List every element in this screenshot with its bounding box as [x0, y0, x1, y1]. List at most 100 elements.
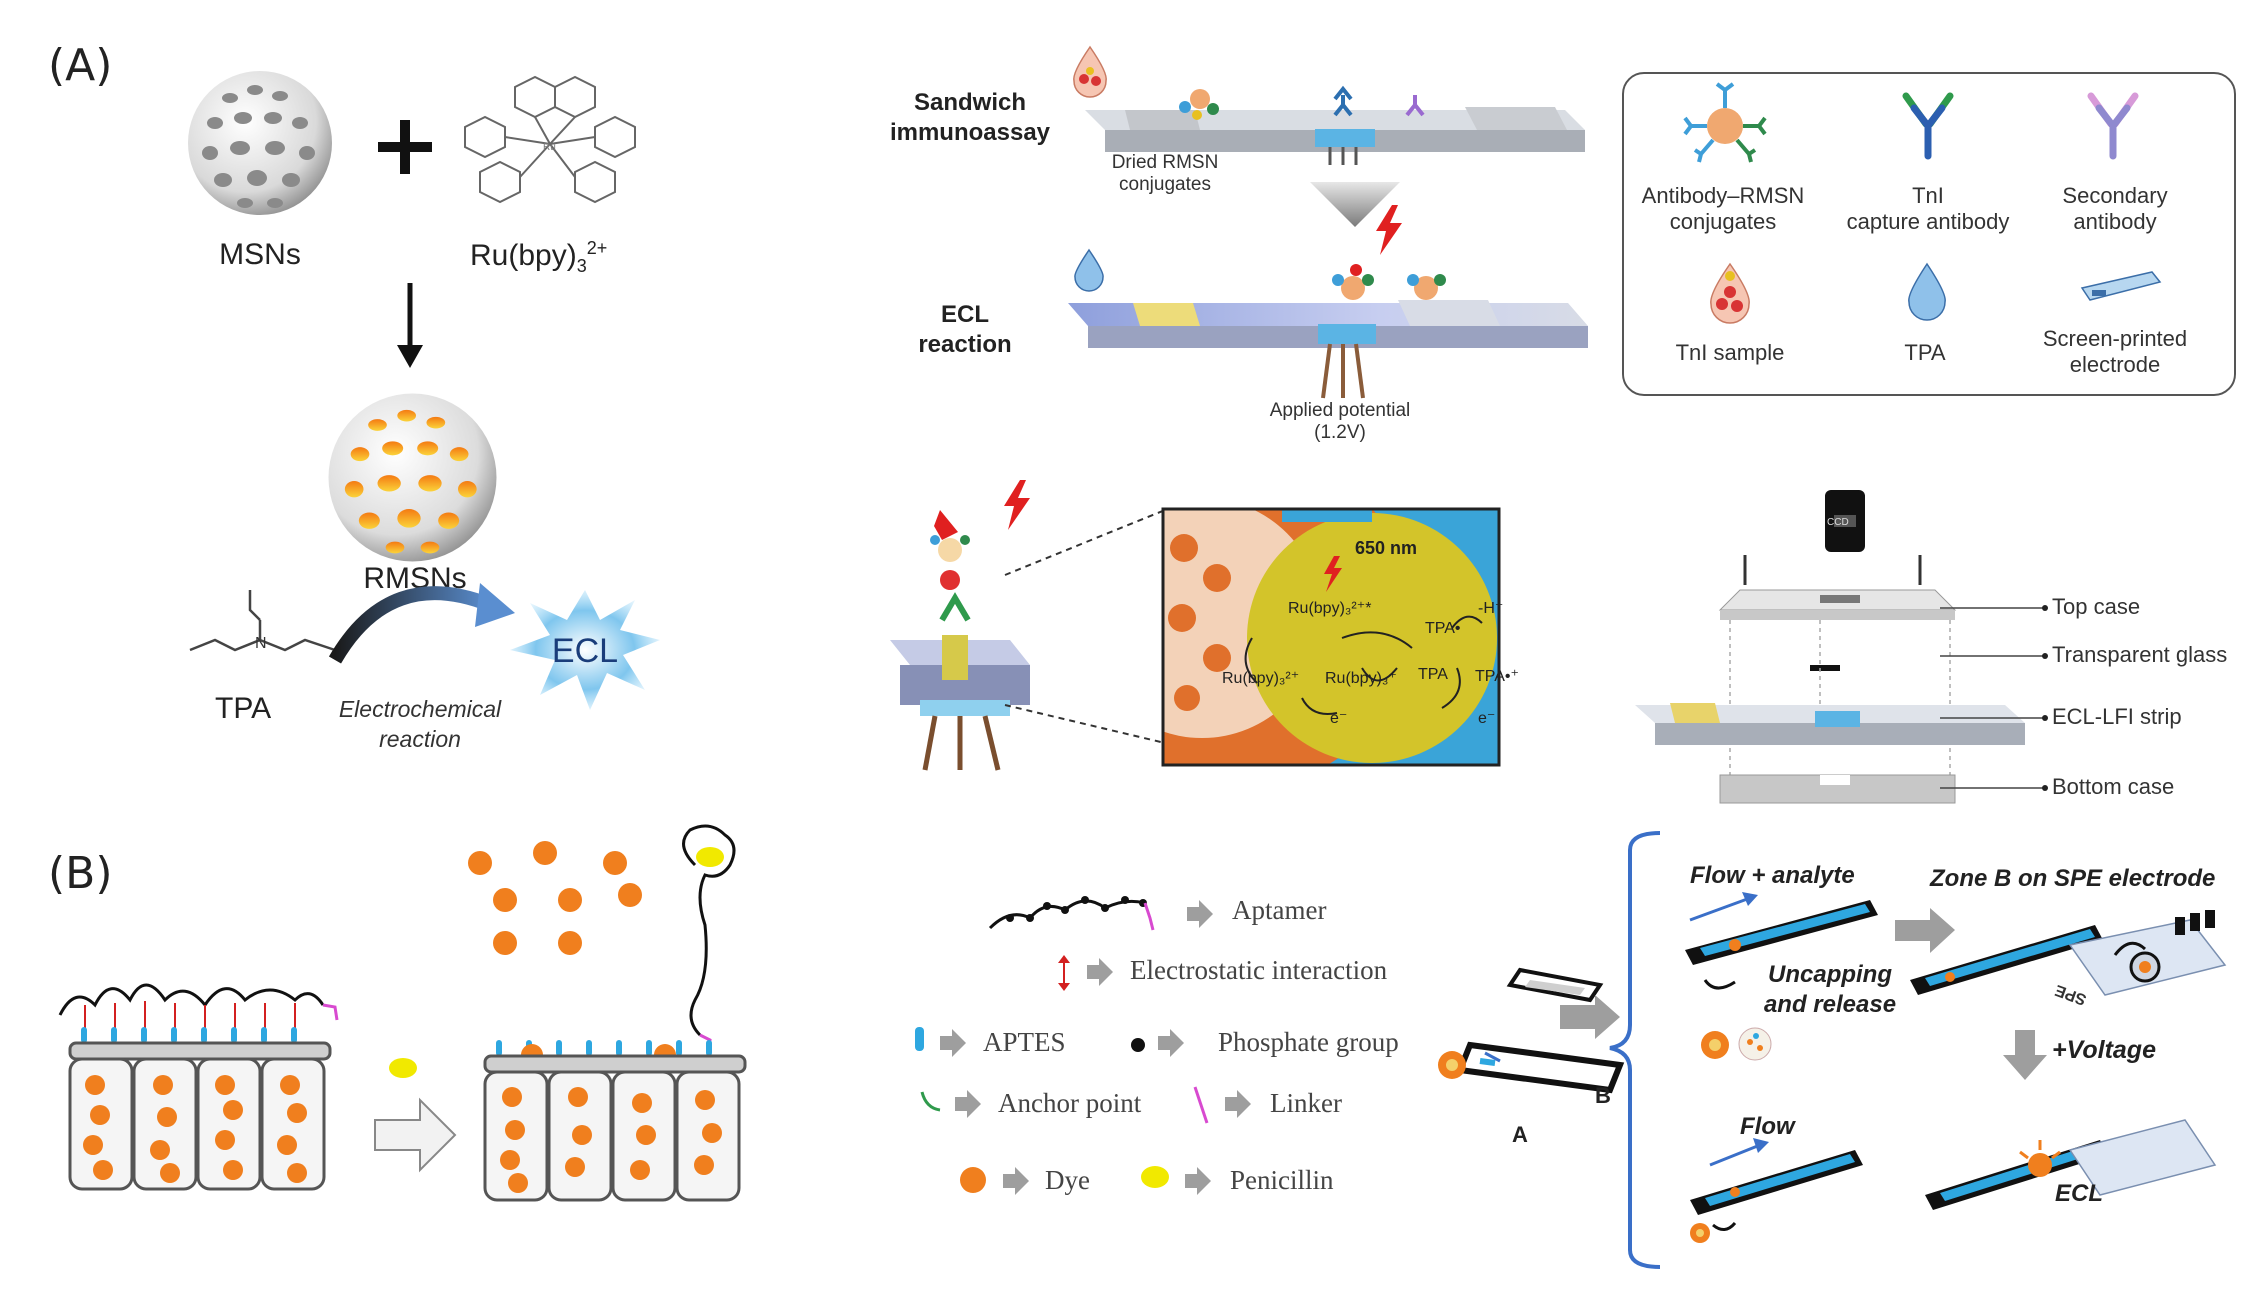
zone-b-label: Zone B on SPE electrode: [1930, 865, 2216, 892]
ecl-reaction-line1: ECL: [941, 301, 989, 328]
antibody-rmsn-icon: [1683, 82, 1767, 163]
applied-line2: (1.2V): [1314, 422, 1366, 443]
ccd-label: CCD: [1827, 517, 1849, 528]
legend-phosphate: Phosphate group: [1218, 1027, 1399, 1057]
mech-h-plus: -H⁺: [1478, 600, 1504, 617]
tpa-label: TPA: [215, 692, 272, 725]
legend-penicillin: Penicillin: [1230, 1165, 1334, 1195]
electro-line2: reaction: [379, 726, 461, 752]
legend-spe-line1: Screen-printed: [2042, 326, 2188, 351]
aptamer-icon: [988, 896, 1155, 931]
sandwich-line1: Sandwich: [913, 89, 1027, 116]
phosphate-icon: [1131, 1038, 1145, 1052]
svg-text:Ru: Ru: [543, 142, 556, 153]
ecl-final-strip: [1925, 1119, 2217, 1210]
strip-label: ECL-LFI strip: [2052, 704, 2182, 729]
legend-tni-capture: TnI capture antibody: [1838, 183, 2018, 235]
mechanism-zoom-box: [1161, 507, 1501, 767]
legend-antibody-rmsn-line1: Antibody–RMSN: [1641, 183, 1805, 208]
legend-aptamer: Aptamer: [1232, 895, 1327, 925]
svg-text:N: N: [255, 635, 267, 652]
tni-sample-drop: [1073, 45, 1107, 98]
flow-label: Flow: [1740, 1113, 1795, 1140]
rmsns-sphere: [328, 393, 497, 562]
step-right-arrow-icon: [1895, 908, 1955, 953]
uncapping-label: Uncapping and release: [1740, 960, 1920, 1020]
big-right-arrow-icon: [374, 1097, 457, 1173]
mech-tpa: TPA: [1418, 666, 1448, 683]
strip-b-label: B: [1595, 1083, 1611, 1108]
exploded-device: [1635, 490, 2025, 804]
penicillin-icon: [1141, 1166, 1169, 1188]
legend-electrostatic: Electrostatic interaction: [1130, 955, 1388, 985]
mech-ru-plus: Ru(bpy)₃⁺: [1325, 670, 1397, 687]
lightning-icon: [1376, 205, 1402, 255]
anchor-icon: [920, 1091, 941, 1112]
msns-sphere: [188, 71, 332, 215]
tpa-structure: N: [189, 590, 336, 652]
ru-label-sup: 2+: [586, 238, 608, 258]
legend-tpa: TPA: [1904, 340, 1946, 365]
tni-sample-icon: [1710, 262, 1750, 324]
legend-secondary-line1: Secondary: [2062, 183, 2168, 208]
spe-icon: [2080, 271, 2162, 301]
blue-bracket: [1609, 831, 1661, 1269]
flow-analyte-strip: [1685, 892, 1878, 990]
ru-bpy-structure: Ru: [464, 75, 636, 204]
zone-b-strip: [1910, 910, 2227, 996]
flow-analyte-label: Flow + analyte: [1690, 862, 1855, 889]
legend-spe-line2: electrode: [2069, 352, 2161, 377]
device-leader-lines: [1940, 605, 2048, 791]
flow-strip: [1690, 1138, 1863, 1243]
dye-icon: [960, 1167, 986, 1193]
dried-line2: conjugates: [1119, 174, 1211, 195]
mech-e1: e⁻: [1330, 710, 1348, 727]
bottom-case-label: Bottom case: [2052, 774, 2175, 799]
ab-strips: [1438, 967, 1625, 1094]
down-arrow-icon: [397, 283, 423, 368]
top-case-label: Top case: [2052, 594, 2141, 619]
legend-tni-capture-line1: TnI: [1912, 183, 1944, 208]
mech-ru-excited: Ru(bpy)₃²⁺*: [1288, 600, 1372, 617]
curved-arrow-icon: [328, 583, 515, 664]
mini-strip-device: [890, 480, 1030, 771]
msns-label: MSNs: [219, 238, 301, 271]
mech-tpa-rad: TPA•: [1425, 620, 1461, 637]
tpa-drop-icon: [1908, 262, 1946, 321]
panel-b-label: (B): [48, 848, 113, 899]
voltage-down-arrow-icon: [2003, 1030, 2047, 1080]
ru-label-main: Ru(bpy): [470, 239, 577, 272]
ecl-label: ECL: [551, 632, 619, 670]
strip-a-label: A: [1512, 1122, 1528, 1147]
tpa-drop: [1074, 248, 1104, 292]
linker-icon: [1193, 1086, 1209, 1124]
ru-label-sub: 3: [576, 256, 587, 276]
released-particles: [1701, 1027, 1772, 1061]
legend-box: [1622, 72, 2236, 396]
ecl-reaction-label: ECL reaction: [900, 300, 1030, 360]
legend-tni-sample: TnI sample: [1675, 340, 1785, 365]
uncapping-line1: Uncapping: [1768, 961, 1892, 988]
wavelength-label: 650 nm: [1355, 538, 1418, 558]
dried-line1: Dried RMSN: [1111, 152, 1219, 173]
ecl-burst: [510, 590, 660, 710]
sandwich-label: Sandwich immunoassay: [880, 88, 1060, 148]
legend-dye: Dye: [1045, 1165, 1090, 1195]
legend-spe: Screen-printed electrode: [2020, 326, 2210, 378]
applied-potential-label: Applied potential (1.2V): [1240, 400, 1440, 444]
zoom-lines: [1004, 509, 1166, 744]
sandwich-line2: immunoassay: [889, 119, 1051, 146]
mech-ru-2plus: Ru(bpy)₃²⁺: [1222, 670, 1300, 687]
legend-antibody-rmsn: Antibody–RMSN conjugates: [1633, 183, 1813, 235]
applied-line1: Applied potential: [1269, 400, 1411, 421]
mech-e2: e⁻: [1478, 710, 1496, 727]
legend-secondary: Secondary antibody: [2030, 183, 2200, 235]
legend-anchor: Anchor point: [998, 1088, 1142, 1118]
capture-antibody-icon: [1902, 92, 1954, 160]
voltage-label: +Voltage: [2052, 1036, 2156, 1064]
ecl-reaction-line2: reaction: [918, 331, 1012, 358]
capped-pores: [58, 983, 339, 1191]
ru-label: Ru(bpy)32+: [470, 238, 607, 277]
mech-tpa-cation: TPA•⁺: [1475, 668, 1519, 685]
